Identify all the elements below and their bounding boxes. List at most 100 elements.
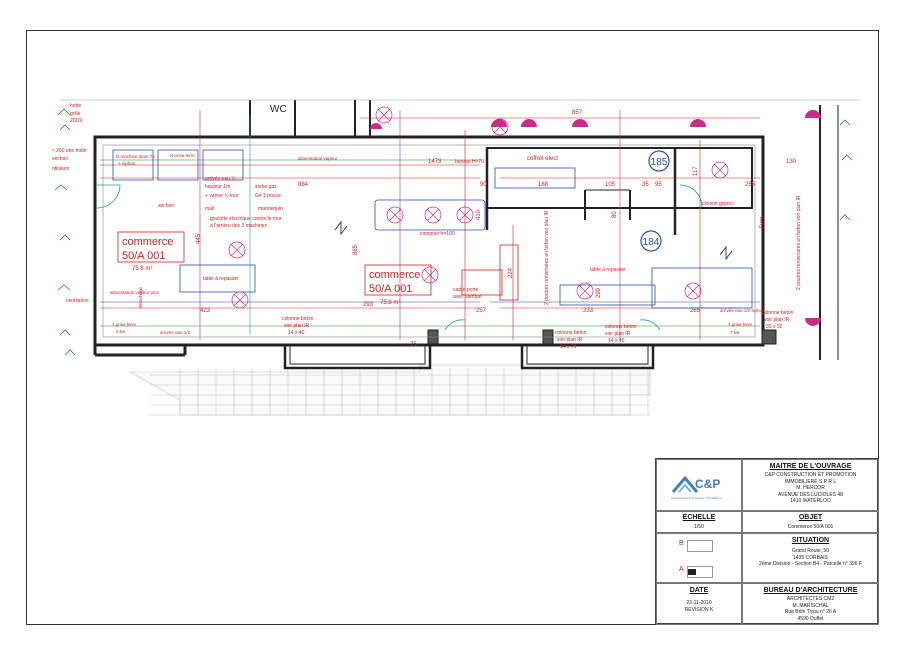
echelle-label: ECHELLE — [682, 514, 716, 521]
dimension-lines — [100, 110, 760, 340]
svg-text:299: 299 — [596, 287, 602, 298]
maitre-line-2: IMMOBILIERE S P R L — [784, 478, 837, 485]
bureau-line-1: ARCHITECTES CM2 — [786, 596, 835, 602]
svg-text:alimentation vapeur: alimentation vapeur — [298, 156, 338, 161]
svg-text:grille: grille — [70, 111, 81, 117]
svg-text:+ siphon: + siphon — [118, 161, 136, 166]
svg-text:cloison gyproc: cloison gyproc — [702, 201, 734, 207]
svg-text:détachage: détachage — [138, 286, 143, 308]
maitre-cell: MAITRE DE L'OUVRAGE C&P CONSTRUCTION ET … — [742, 459, 879, 511]
maitre-line-4: AVENUE DES LUCIOLES 48 — [778, 491, 843, 498]
wall-lamps — [370, 110, 821, 326]
svg-text:hauteur 1m: hauteur 1m — [205, 184, 230, 190]
svg-text:1 prise terre: 1 prise terre — [112, 322, 137, 327]
svg-text:105: 105 — [605, 182, 616, 188]
svg-text:ntilation: ntilation — [52, 166, 69, 172]
svg-text:colonne béton: colonne béton — [555, 330, 587, 336]
svg-text:mannequin: mannequin — [258, 206, 283, 212]
situation-cell: SITUATION Grand Route, 50 1435 CORBAIS 2… — [742, 533, 879, 583]
sheet-frame — [26, 30, 879, 625]
maitre-line-3: M. HERCOR — [796, 485, 825, 491]
maitre-line-5: 1410 WATERLOO — [790, 498, 831, 504]
bureau-line-4: 4590 Ouffet — [797, 615, 824, 622]
svg-text:75.8 m²: 75.8 m² — [380, 300, 400, 306]
svg-text:445: 445 — [196, 233, 202, 244]
svg-text:20/20: 20/20 — [70, 118, 83, 124]
revision-value: REVISION K — [684, 606, 714, 613]
situation-label: SITUATION — [791, 537, 830, 544]
svg-text:voir plan IR: voir plan IR — [284, 323, 310, 329]
svg-text:224: 224 — [508, 267, 514, 278]
bureau-line-2: M. MARISCHAL — [792, 602, 829, 609]
situation-line-3: 2ème Division - Section B4 - Parcelle n°… — [759, 561, 862, 567]
svg-text:Construction & Promotion Immob: Construction & Promotion Immobilière — [671, 496, 722, 500]
svg-text:1 prise terre: 1 prise terre — [728, 322, 753, 327]
svg-text:184: 184 — [643, 237, 660, 248]
svg-text:à l'arrière des 3 machines: à l'arrière des 3 machines — [210, 223, 268, 229]
svg-text:alimentation vapeur plus: alimentation vapeur plus — [110, 290, 160, 295]
svg-text:commerce: commerce — [122, 236, 173, 248]
svg-text:80: 80 — [612, 211, 618, 218]
light-fixture-icon — [375, 106, 393, 124]
svg-text:goulotte électrique contre le: goulotte électrique contre le mur — [210, 216, 282, 222]
svg-text:75: 75 — [410, 342, 417, 348]
annotations: hotte grille 20/20 ≈ 200 une hotte sécho… — [52, 103, 802, 350]
location-map-a-icon — [687, 566, 713, 578]
date-cell: DATE 23-11-2010 REVISION K — [656, 583, 742, 625]
svg-text:voir plan IR: voir plan IR — [764, 317, 790, 323]
svg-text:coffret élect: coffret élect — [527, 156, 558, 162]
room-label-main: commerce 50/A 001 75.8 m² — [117, 231, 185, 272]
marker-a: A — [679, 566, 684, 573]
svg-text:bureau H=70: bureau H=70 — [455, 159, 484, 165]
marker-b: B — [679, 540, 684, 547]
svg-text:2 kw: 2 kw — [116, 329, 126, 334]
svg-text:233: 233 — [583, 308, 594, 314]
maitre-line-1: C&P CONSTRUCTION ET PROMOTION — [764, 472, 857, 478]
svg-text:255: 255 — [745, 182, 756, 188]
walls — [60, 99, 860, 370]
svg-text:mall: mall — [205, 206, 214, 212]
svg-text:arrivée eau 1/2: arrivée eau 1/2 — [160, 330, 191, 335]
objet-label: OBJET — [798, 514, 823, 521]
svg-text:257: 257 — [476, 308, 487, 314]
situation-line-1: Grand Route, 50 — [792, 548, 829, 554]
location-map-b-icon — [687, 540, 713, 552]
location-markers-cell: B A — [656, 533, 742, 583]
svg-text:C&P: C&P — [695, 477, 720, 491]
svg-text:35: 35 — [642, 182, 649, 188]
light-fixture-icon — [228, 241, 246, 259]
situation-line-2: 1435 CORBAIS — [792, 554, 829, 561]
svg-text:colonne béton: colonne béton — [282, 316, 314, 322]
svg-text:Evier: Evier — [759, 216, 765, 228]
svg-text:colonne béton: colonne béton — [762, 310, 794, 316]
title-block: C&P Construction & Promotion Immobilière… — [655, 458, 879, 625]
svg-text:7 kw: 7 kw — [730, 330, 740, 335]
svg-text:14 x 40: 14 x 40 — [608, 338, 625, 344]
svg-text:ventilation: ventilation — [66, 298, 89, 304]
light-fixture-icon — [684, 282, 702, 300]
svg-text:95: 95 — [655, 182, 662, 188]
svg-text:185: 185 — [651, 157, 668, 168]
echelle-cell: ECHELLE 1/50 — [656, 511, 742, 533]
svg-text:+ vanne ½ tour: + vanne ½ tour — [205, 192, 239, 199]
svg-text:90: 90 — [480, 182, 487, 188]
svg-text:avec sterfput: avec sterfput — [453, 294, 482, 300]
svg-text:séchoir: séchoir — [158, 203, 174, 209]
date-label: DATE — [689, 587, 709, 594]
svg-text:50/A 001: 50/A 001 — [122, 250, 165, 262]
room-label-mid: commerce 50/A 001 75.8 m² — [364, 264, 432, 306]
inner-outline — [102, 144, 756, 338]
svg-text:cadre porte: cadre porte — [453, 287, 479, 293]
svg-text:commerce: commerce — [369, 269, 420, 281]
room-circle-184: 184 — [640, 230, 662, 252]
dimension-numbers: 857 1473 884 445 423 293 257 224 233 299… — [196, 110, 797, 348]
svg-text:comptoir h=100: comptoir h=100 — [420, 231, 455, 237]
svg-text:≈ 200 une hotte: ≈ 200 une hotte — [52, 148, 87, 154]
svg-text:voir plan IR: voir plan IR — [605, 331, 631, 337]
svg-text:410: 410 — [476, 209, 482, 220]
svg-text:423: 423 — [200, 308, 211, 314]
svg-text:table à repasser: table à repasser — [203, 276, 239, 282]
maitre-label: MAITRE DE L'OUVRAGE — [769, 463, 852, 470]
svg-text:arrivée eau 1/2 siphon: arrivée eau 1/2 siphon — [720, 308, 765, 313]
